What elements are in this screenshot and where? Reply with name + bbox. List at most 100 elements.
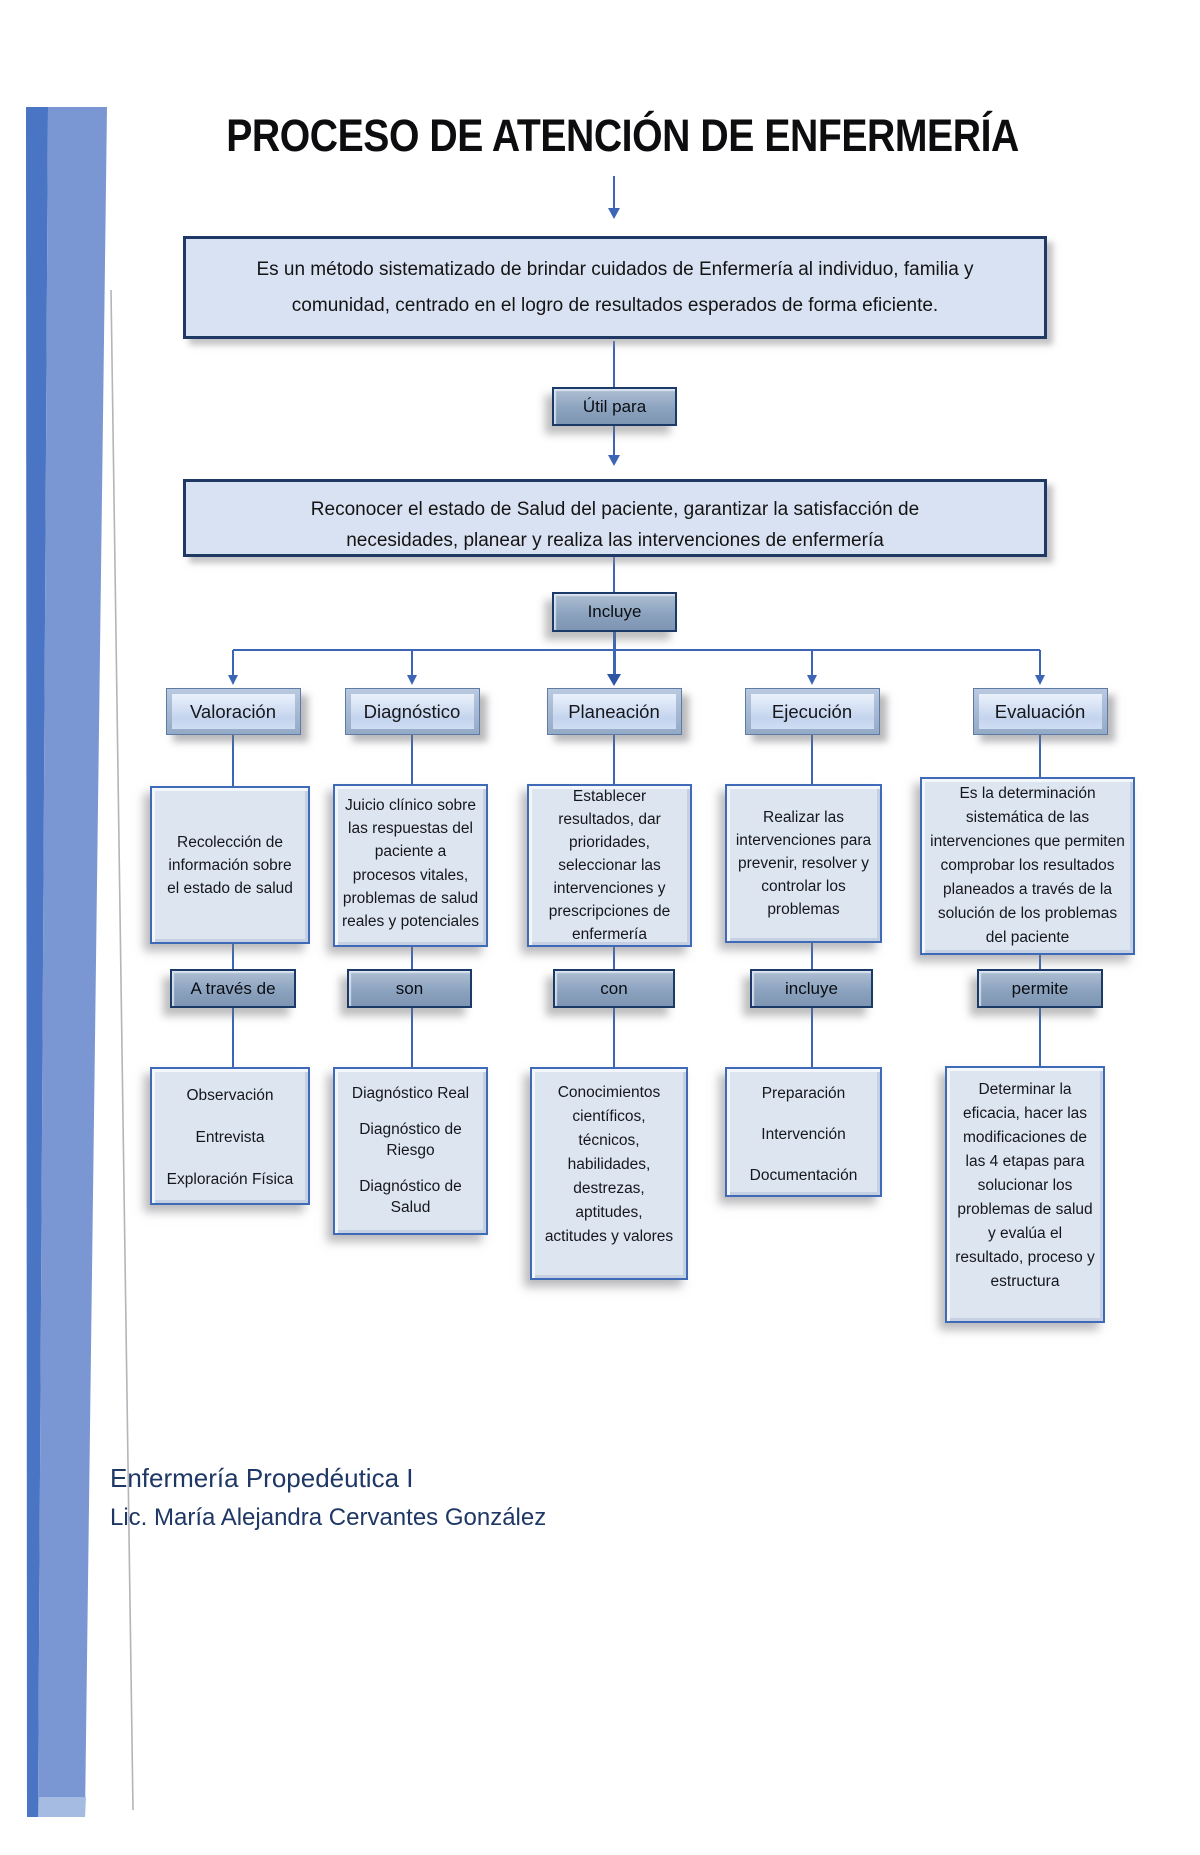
detail-item: Preparación <box>761 1085 846 1102</box>
incluye-label: Incluye <box>587 602 642 621</box>
line-stage-desc-1 <box>231 734 235 786</box>
flow-arrowhead-definition <box>607 455 620 466</box>
flow-arrowhead-incluye <box>607 674 621 686</box>
detail-item: Conocimientos científicos, técnicos, hab… <box>544 1084 674 1245</box>
stage-box-planeacion: Planeación <box>546 688 682 735</box>
purpose-text: Reconocer el estado de Salud del pacient… <box>310 499 920 551</box>
util-para-label: Útil para <box>582 396 647 416</box>
detail-item: Intervención <box>761 1126 846 1143</box>
line-desc-conn-4 <box>810 942 814 970</box>
stage-box-ejecucion: Ejecución <box>744 688 880 735</box>
branch-stub-diagnostico <box>411 650 413 676</box>
detail-box-evaluacion: Determinar la eficacia, hacer las modifi… <box>945 1066 1105 1323</box>
footer-course-text: Enfermería Propedéutica I <box>110 1463 414 1493</box>
stage-inner-diagnostico: Diagnóstico <box>350 694 474 729</box>
connector-box-son: son <box>347 969 472 1008</box>
flow-line-purpose <box>612 556 616 593</box>
stage-box-evaluacion: Evaluación <box>972 688 1108 735</box>
definition-box: Es un método sistematizado de brindar cu… <box>183 236 1047 339</box>
branch-stub-evaluacion <box>1039 650 1041 676</box>
detail-box-valoracion: Observación Entrevista Exploración Físic… <box>150 1067 310 1205</box>
detail-item: Documentación <box>749 1167 858 1184</box>
line-conn-detail-3 <box>612 1007 616 1068</box>
line-stage-desc-3 <box>612 734 616 786</box>
ribbon-dark-stripe <box>26 107 48 1817</box>
connector-box-a-traves-de: A través de <box>170 969 296 1008</box>
flow-arrowhead-title <box>607 208 620 219</box>
stage-inner-evaluacion: Evaluación <box>978 694 1102 729</box>
stage-label: Diagnóstico <box>363 700 461 722</box>
branch-arrowhead-evaluacion <box>1034 675 1045 685</box>
purpose-box: Reconocer el estado de Salud del pacient… <box>183 479 1047 557</box>
ribbon-thin-gray-line <box>110 289 134 1811</box>
branch-arrowhead-valoracion <box>227 675 238 685</box>
stage-label: Planeación <box>568 700 660 722</box>
connector-label: incluye <box>785 978 838 998</box>
stage-inner-planeacion: Planeación <box>552 694 676 729</box>
connector-box-permite: permite <box>977 969 1103 1008</box>
flow-line-incluye <box>612 631 616 675</box>
description-text: Es la determinación sistemática de las i… <box>930 785 1125 946</box>
detail-box-planeacion: Conocimientos científicos, técnicos, hab… <box>530 1067 688 1280</box>
stage-box-diagnostico: Diagnóstico <box>344 688 480 735</box>
util-para-box: Útil para <box>552 387 677 426</box>
description-box-diagnostico: Juicio clínico sobre las respuestas del … <box>333 784 488 947</box>
line-stage-desc-4 <box>810 734 814 786</box>
footer-course: Enfermería Propedéutica I <box>110 1463 414 1494</box>
description-text: Recolección de información sobre el esta… <box>167 833 293 897</box>
line-conn-detail-4 <box>810 1007 814 1068</box>
detail-item: Determinar la eficacia, hacer las modifi… <box>955 1081 1095 1290</box>
detail-item: Observación <box>186 1087 274 1104</box>
line-stage-desc-2 <box>410 734 414 786</box>
detail-item: Diagnóstico Real <box>351 1085 470 1102</box>
line-conn-detail-5 <box>1038 1007 1042 1067</box>
connector-label: con <box>600 978 628 998</box>
detail-item: Diagnóstico de Riesgo <box>359 1121 462 1159</box>
stage-box-valoracion: Valoración <box>165 688 301 735</box>
line-stage-desc-5 <box>1038 734 1042 777</box>
branch-arrowhead-ejecucion <box>806 675 817 685</box>
description-box-evaluacion: Es la determinación sistemática de las i… <box>920 777 1135 955</box>
stage-inner-ejecucion: Ejecución <box>750 694 874 729</box>
detail-box-diagnostico: Diagnóstico Real Diagnóstico de Riesgo D… <box>333 1067 488 1235</box>
stage-inner-valoracion: Valoración <box>171 694 295 729</box>
line-conn-detail-1 <box>231 1007 235 1068</box>
page-title: PROCESO DE ATENCIÓN DE ENFERMERÍA <box>140 110 1105 168</box>
connector-label: A través de <box>190 978 276 998</box>
ribbon-light-tip <box>38 1797 86 1817</box>
connector-box-con: con <box>553 969 675 1008</box>
definition-text: Es un método sistematizado de brindar cu… <box>256 258 974 316</box>
description-text: Realizar las intervenciones para preveni… <box>735 809 872 918</box>
description-box-valoracion: Recolección de información sobre el esta… <box>150 786 310 944</box>
footer-instructor-text: Lic. María Alejandra Cervantes González <box>110 1504 547 1531</box>
page-title-text: PROCESO DE ATENCIÓN DE ENFERMERÍA <box>226 110 1019 161</box>
detail-item: Exploración Física <box>166 1171 294 1188</box>
detail-item: Diagnóstico de Salud <box>359 1178 462 1216</box>
description-text: Juicio clínico sobre las respuestas del … <box>342 797 479 931</box>
detail-item: Entrevista <box>195 1129 265 1146</box>
line-desc-conn-1 <box>231 943 235 970</box>
line-conn-detail-2 <box>410 1007 414 1068</box>
branch-arrowhead-diagnostico <box>406 675 417 685</box>
branch-rail <box>233 649 1040 652</box>
line-desc-conn-2 <box>410 945 414 970</box>
line-desc-conn-3 <box>612 945 616 970</box>
description-box-planeacion: Establecer resultados, dar prioridades, … <box>527 784 692 947</box>
stage-label: Evaluación <box>994 700 1086 722</box>
incluye-box: Incluye <box>552 592 677 632</box>
connector-box-incluye: incluye <box>750 969 873 1008</box>
line-desc-conn-5 <box>1038 954 1042 970</box>
flow-line-title <box>612 176 616 210</box>
stage-label: Ejecución <box>771 700 853 722</box>
branch-stub-ejecucion <box>811 650 813 676</box>
footer-instructor: Lic. María Alejandra Cervantes González <box>110 1504 546 1532</box>
detail-box-ejecucion: Preparación Intervención Documentación <box>725 1067 882 1197</box>
connector-label: permite <box>1011 978 1069 998</box>
description-text: Establecer resultados, dar prioridades, … <box>548 788 671 943</box>
ribbon-light-stripe <box>38 107 107 1817</box>
description-box-ejecucion: Realizar las intervenciones para preveni… <box>725 784 882 943</box>
stage-label: Valoración <box>189 700 277 722</box>
connector-label: son <box>395 978 424 998</box>
